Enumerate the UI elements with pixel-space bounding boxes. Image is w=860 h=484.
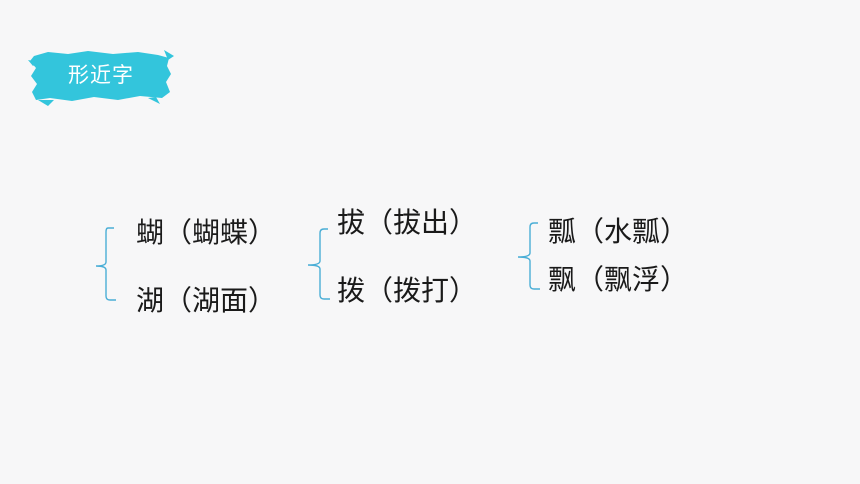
brace-icon [307,228,330,300]
char-group-3: 瓢（水瓢） 飘（飘浮） [512,215,712,299]
section-title: 形近字 [68,63,134,87]
char-item-hu-lake: 湖（湖面） [136,284,277,317]
section-title-badge: 形近字 [28,46,174,106]
brush-stroke-background [28,50,174,106]
char-item-hu-butterfly: 蝴（蝴蝶） [136,216,277,249]
char-item-ba: 拔（拔出） [337,206,478,239]
char-item-bo: 拨（拨打） [337,274,478,307]
char-item-piao-ladle: 瓢（水瓢） [548,215,689,248]
char-item-piao-float: 飘（飘浮） [548,263,689,296]
brace-icon [95,227,116,301]
char-group-2: 拔（拔出） 拨（拨打） [302,209,502,313]
brace-icon [517,222,540,290]
char-group-1: 蝴（蝴蝶） 湖（湖面） [94,219,294,317]
